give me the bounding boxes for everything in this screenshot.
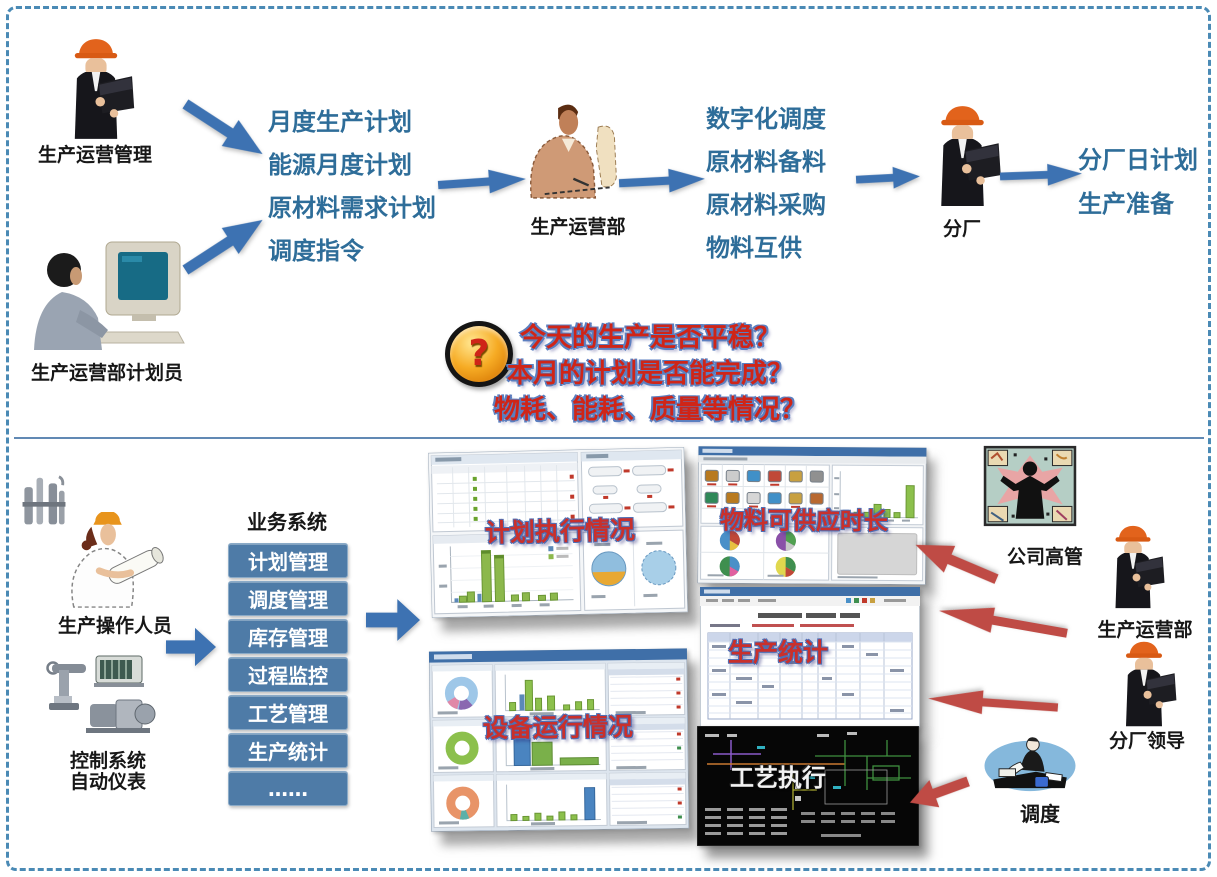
branch-leader-label: 分厂领导 — [1108, 730, 1185, 752]
section-divider — [14, 437, 1204, 439]
control-system-label-line2: 自动仪表 — [69, 771, 146, 793]
module-button-more: …… — [228, 771, 348, 806]
module-button-dispatch: 调度管理 — [228, 581, 348, 616]
module-button-craft: 工艺管理 — [228, 695, 348, 730]
branch-leader-icon — [1108, 638, 1180, 730]
question-lines: 今天的生产是否平稳？ 本月的计划是否能完成？ 物耗、能耗、质量等情况？ — [480, 320, 820, 428]
scada-screen-graphic — [697, 726, 919, 846]
question-icon: ? — [445, 321, 513, 387]
list-item: 能源月度计划 — [268, 151, 412, 179]
module-button-inventory: 库存管理 — [228, 619, 348, 654]
ops-dept-writer-icon — [518, 98, 623, 208]
arrow-manager-to-plans-icon — [176, 90, 272, 169]
ops-dept-label: 生产运营部 — [530, 216, 626, 238]
dispatcher-icon — [981, 733, 1079, 793]
screenshot-production-stats: 生产统计 — [700, 587, 920, 727]
question-glyph: ? — [468, 333, 490, 374]
screenshot-material-supply: 物料可供应时长 — [697, 446, 927, 585]
screenshot-equipment-status: 设备运行情况 — [428, 648, 690, 832]
screenshot-plan-execution: 计划执行情况 — [428, 447, 688, 618]
plan-execution-dashboard-graphic — [428, 447, 688, 618]
branch-outputs-list: 分厂日计划 生产准备 — [1078, 138, 1198, 226]
arrow-planner-to-plans-icon — [176, 206, 272, 285]
machinery-icon — [42, 652, 166, 742]
list-item: 物料互供 — [706, 234, 802, 262]
arrow-opsdept-to-dispatch-icon — [618, 166, 705, 196]
plan-execution-overlay-label: 计划执行情况 — [484, 515, 636, 548]
list-item: 月度生产计划 — [268, 108, 412, 136]
arrow-opsdept-to-stats-icon — [937, 597, 1070, 647]
dispatch-outputs-list: 数字化调度 原材料备料 原材料采购 物料互供 — [706, 98, 826, 270]
process-execution-overlay-label: 工艺执行 — [730, 764, 826, 792]
arrow-plans-to-opsdept-icon — [437, 166, 527, 198]
planner-label: 生产运营部计划员 — [30, 362, 183, 384]
manager-icon — [52, 36, 140, 142]
list-item: 数字化调度 — [706, 105, 826, 133]
branch-figure-icon — [920, 100, 1005, 212]
production-stats-report-graphic — [700, 587, 920, 727]
planner-at-computer-icon — [28, 238, 188, 352]
arrow-dispatch-to-branch-icon — [855, 164, 920, 191]
module-button-plan: 计划管理 — [228, 543, 348, 578]
arrow-operator-to-modules-icon — [166, 626, 216, 668]
branch-label: 分厂 — [942, 218, 981, 240]
executive-label: 公司高管 — [1006, 546, 1083, 568]
executive-icon — [983, 445, 1077, 527]
equipment-status-overlay-label: 设备运行情况 — [482, 712, 634, 743]
arrow-modules-to-screens-icon — [366, 597, 420, 643]
arrow-branch-to-outputs-icon — [1000, 162, 1083, 189]
plan-outputs-list: 月度生产计划 能源月度计划 原材料需求计划 调度指令 — [268, 101, 436, 273]
list-item: 原材料采购 — [706, 191, 826, 219]
material-supply-overlay-label: 物料可供应时长 — [719, 506, 889, 536]
equipment-dashboard-graphic — [428, 648, 690, 832]
module-button-process-monitor: 过程监控 — [228, 657, 348, 692]
module-button-stats: 生产统计 — [228, 733, 348, 768]
list-item: 生产准备 — [1078, 190, 1174, 218]
ops-dept-viewer-icon — [1098, 522, 1168, 612]
list-item: 调度指令 — [268, 237, 364, 265]
list-item: 原材料备料 — [706, 148, 826, 176]
ops-dept-viewer-label: 生产运营部 — [1097, 619, 1193, 641]
operator-icon — [58, 512, 166, 610]
list-item: 原材料需求计划 — [268, 194, 436, 222]
business-system-title: 业务系统 — [247, 510, 327, 534]
control-system-label-line1: 控制系统 — [69, 750, 146, 772]
material-supply-dashboard-graphic — [697, 446, 927, 585]
question-line: 本月的计划是否能完成？ — [506, 359, 793, 389]
question-line: 今天的生产是否平稳？ — [519, 323, 780, 353]
arrow-branchleader-to-stats-icon — [927, 685, 1058, 720]
list-item: 分厂日计划 — [1078, 146, 1198, 174]
screenshot-process-execution: 工艺执行 — [697, 726, 919, 846]
production-stats-overlay-label: 生产统计 — [728, 638, 829, 667]
dispatcher-label: 调度 — [1020, 802, 1060, 826]
question-line: 物耗、能耗、质量等情况？ — [493, 395, 806, 425]
manager-label: 生产运营管理 — [37, 144, 152, 166]
operator-label: 生产操作人员 — [57, 615, 172, 637]
